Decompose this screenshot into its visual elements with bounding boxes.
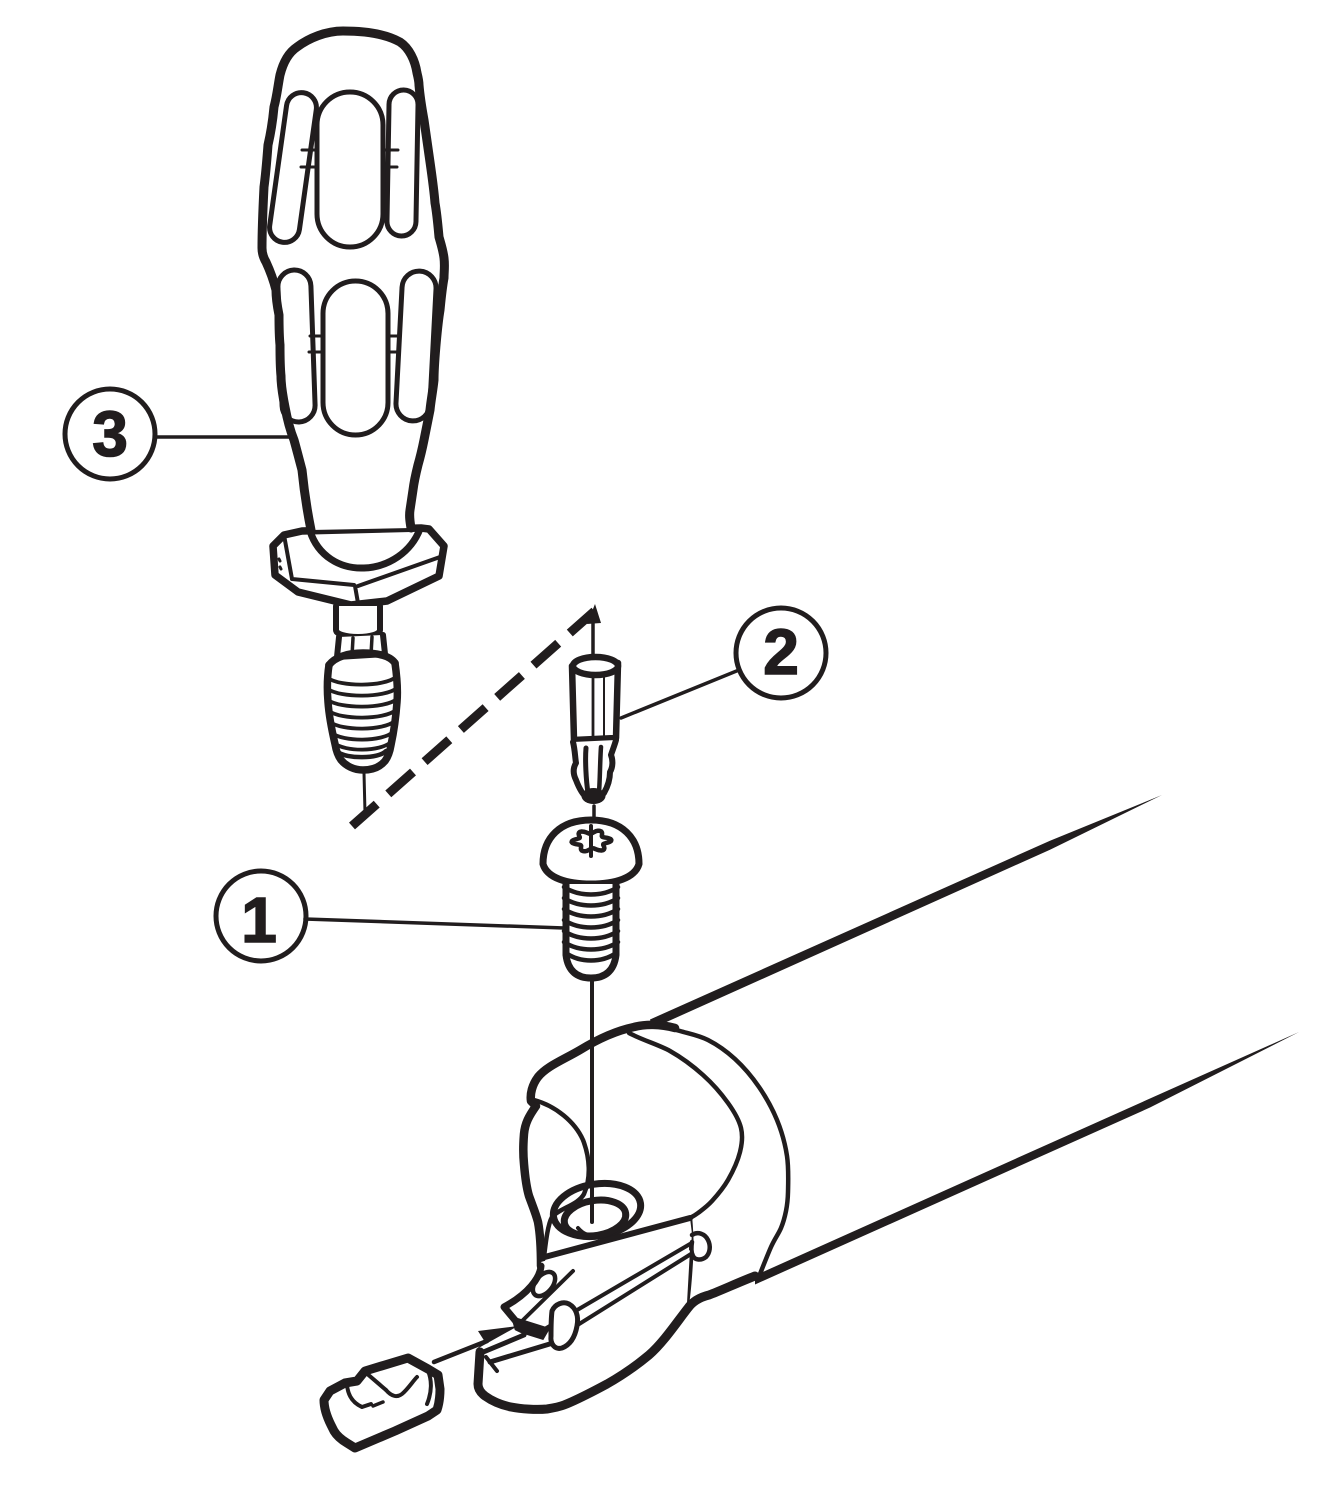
svg-text:1: 1 <box>241 884 277 956</box>
svg-text:2: 2 <box>763 616 799 688</box>
svg-text:3: 3 <box>92 398 128 470</box>
